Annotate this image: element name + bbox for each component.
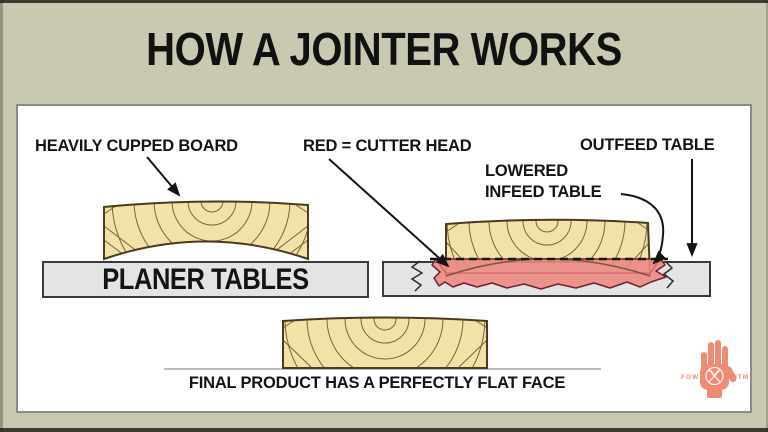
label-cutter-head: RED = CUTTER HEAD: [303, 137, 472, 155]
label-cupped-board: HEAVILY CUPPED BOARD: [35, 137, 238, 155]
logo-text-right: ITM: [735, 374, 749, 381]
cutter-head-arrow: [328, 158, 450, 268]
logo-text-left: FGW: [681, 374, 699, 381]
label-planer-tables: PLANER TABLES: [102, 262, 309, 296]
label-infeed-line1: LOWERED: [485, 162, 568, 180]
diagram-panel: FGW ITM HEAVILY CUPPED BOARD RED = CUTTE…: [16, 104, 752, 413]
label-infeed-line2: INFEED TABLE: [485, 183, 602, 201]
tear-right: [662, 261, 675, 289]
planer-tables-label-area: PLANER TABLES: [43, 262, 368, 297]
cupped-board: [103, 200, 309, 261]
left-planer-table: [42, 261, 369, 298]
hand-logo: FGW ITM: [681, 340, 749, 398]
infeed-table-arrow: [620, 193, 667, 265]
label-final-product: FINAL PRODUCT HAS A PERFECTLY FLAT FACE: [188, 374, 566, 392]
tear-left: [410, 260, 424, 292]
label-infeed-table: LOWERED INFEED TABLE: [485, 161, 602, 203]
jointer-diagram: FGW ITM: [42, 156, 749, 398]
page-title: HOW A JOINTER WORKS: [146, 23, 622, 75]
cupped-board-arrow: [146, 156, 181, 197]
label-outfeed-table: OUTFEED TABLE: [580, 136, 715, 154]
